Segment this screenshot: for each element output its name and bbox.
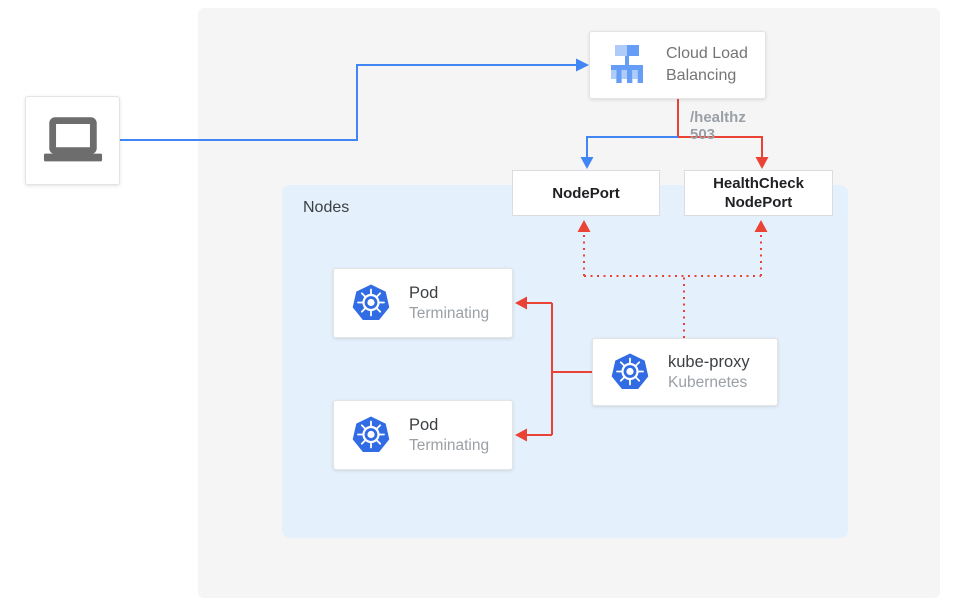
cloud-load-balancing-node: Cloud Load Balancing — [589, 31, 766, 99]
kube-proxy-title: kube-proxy — [668, 352, 750, 371]
pod-node-2: Pod Terminating — [333, 400, 513, 470]
kube-proxy-subtitle: Kubernetes — [668, 373, 748, 391]
pod-status: Terminating — [409, 304, 490, 322]
client-node — [25, 96, 120, 185]
kubernetes-wheel-icon — [352, 284, 390, 320]
cloud-load-balancing-icon — [611, 45, 643, 83]
pod-node-1: Pod Terminating — [333, 268, 513, 338]
kube-proxy-node: kube-proxy Kubernetes — [592, 338, 778, 406]
cloud-load-balancing-label: Cloud Load Balancing — [666, 45, 748, 84]
nodeport-label: NodePort — [552, 184, 620, 202]
pod-title: Pod — [409, 415, 439, 434]
pod-status: Terminating — [409, 436, 490, 454]
nodes-container-label: Nodes — [303, 199, 350, 216]
healthz-status-label: /healthz 503 — [690, 109, 746, 143]
healthcheck-nodeport-node: HealthCheck NodePort — [684, 170, 833, 216]
pod-title: Pod — [409, 283, 439, 302]
healthcheck-nodeport-label: HealthCheck NodePort — [713, 175, 804, 211]
kubernetes-wheel-icon — [611, 353, 649, 389]
nodeport-node: NodePort — [512, 170, 660, 216]
laptop-icon — [43, 116, 102, 161]
kubernetes-wheel-icon — [352, 416, 390, 452]
